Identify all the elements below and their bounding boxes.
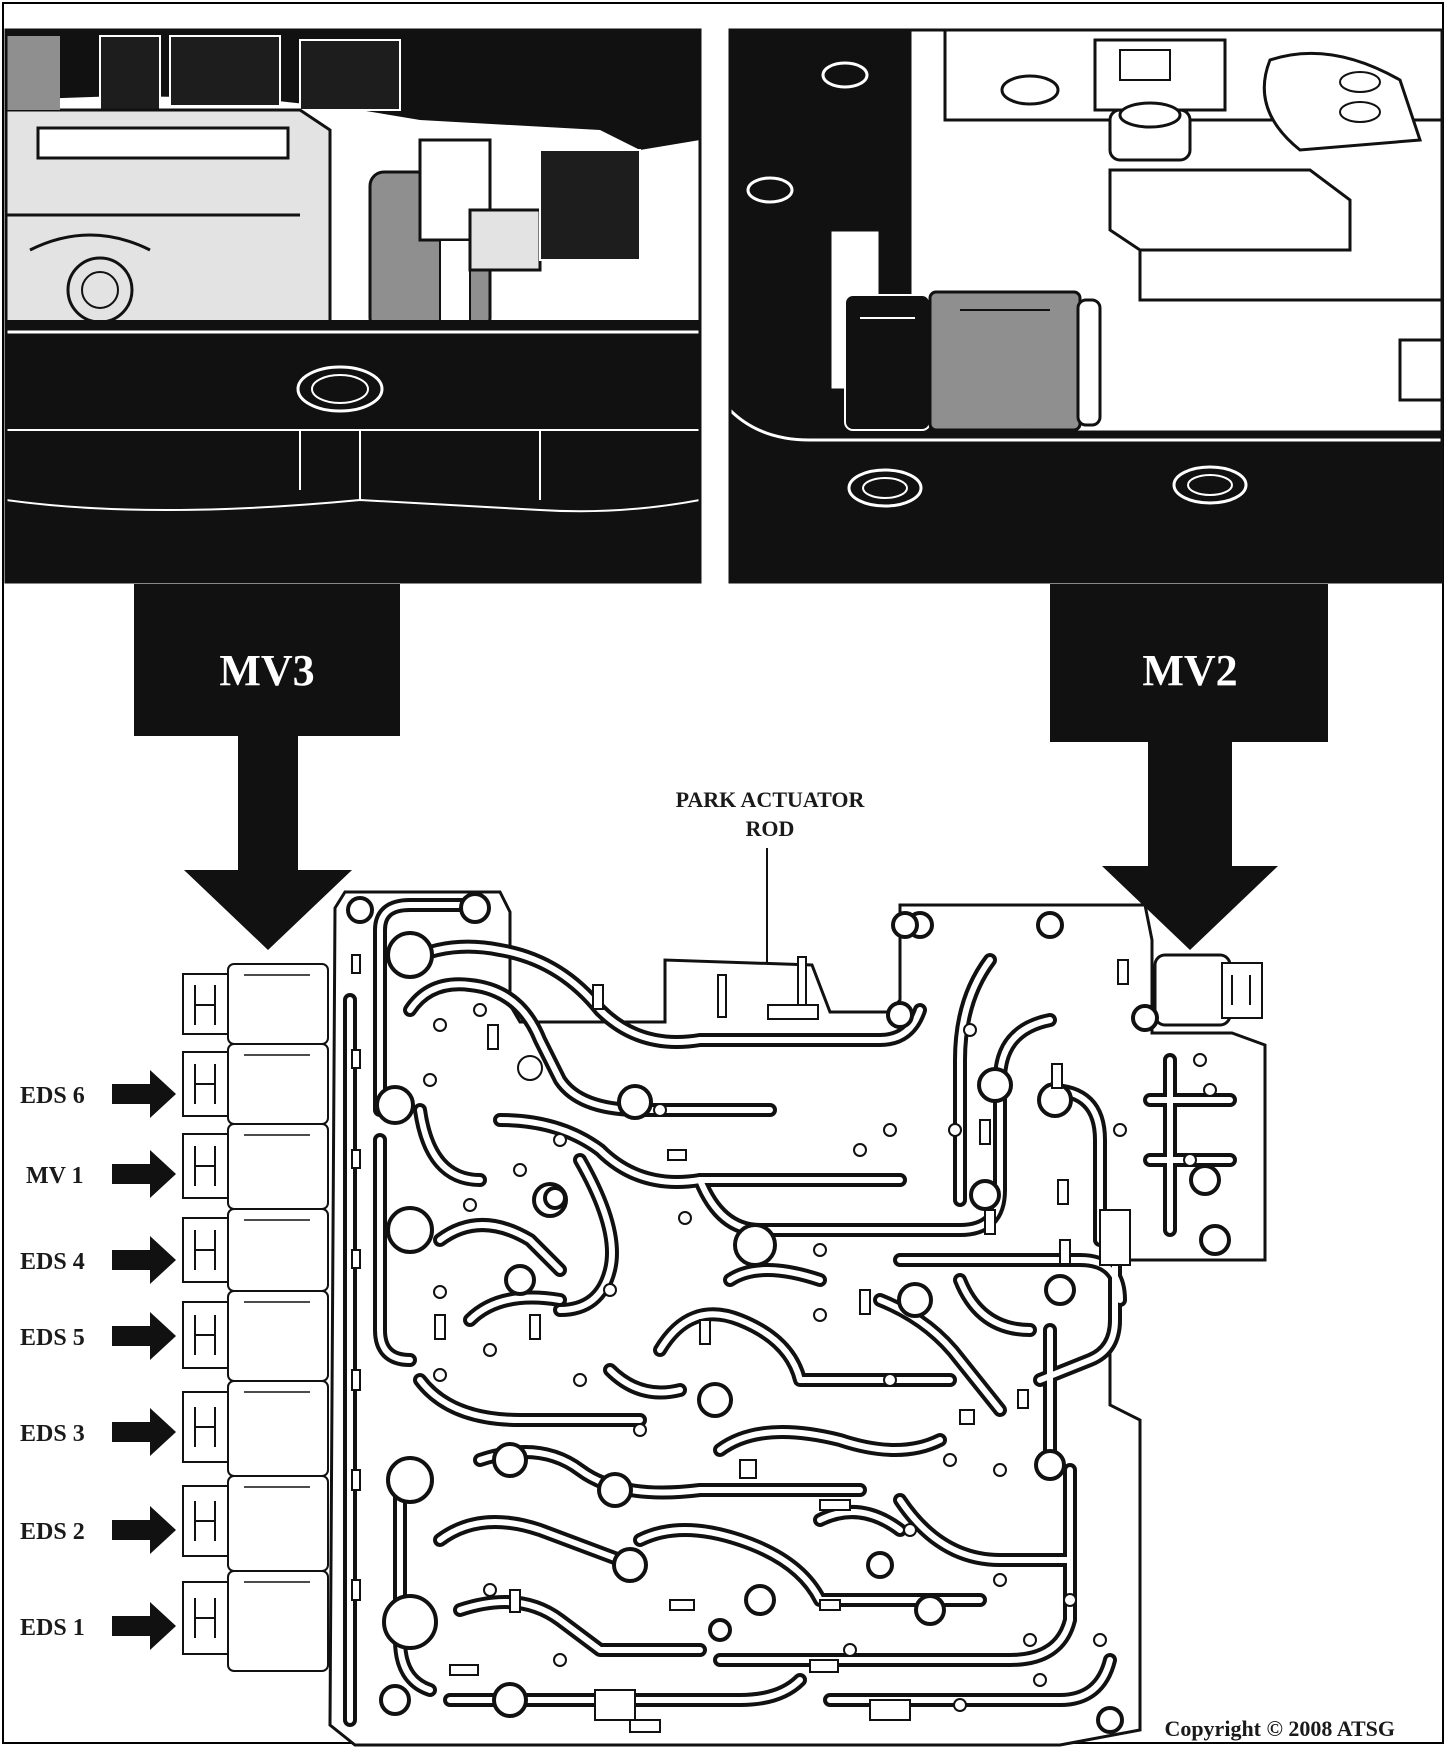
valve-small-holes <box>423 1003 1217 1712</box>
park-rod-bracket <box>717 956 819 1020</box>
side-label-eds4: EDS 4 <box>20 1249 85 1275</box>
valve-ports <box>346 892 1231 1734</box>
solenoid-stack <box>182 963 329 1672</box>
mv3-callout-arrow: MV3 <box>134 584 400 950</box>
side-label-eds1: EDS 1 <box>20 1615 85 1641</box>
side-label-eds6: EDS 6 <box>20 1083 85 1109</box>
mv2-closeup-panel <box>730 30 1442 582</box>
side-label-mv1: MV 1 <box>26 1163 84 1189</box>
valve-body <box>182 890 1267 1747</box>
mv2-label: MV2 <box>1142 646 1237 695</box>
side-label-group: EDS 6 MV 1 EDS 4 EDS 5 EDS 3 EDS 2 EDS 1 <box>20 1083 85 1641</box>
mv3-closeup-panel <box>6 30 700 582</box>
mv2-callout-arrow: MV2 <box>1050 584 1328 950</box>
park-actuator-label: PARK ACTUATOR <box>676 787 866 812</box>
copyright-notice: Copyright © 2008 ATSG <box>1164 1716 1395 1741</box>
park-actuator-callout: PARK ACTUATOR ROD <box>676 787 866 985</box>
mv3-label: MV3 <box>219 646 314 695</box>
mv2-solenoid <box>1153 953 1263 1027</box>
side-label-eds2: EDS 2 <box>20 1519 85 1545</box>
side-label-eds3: EDS 3 <box>20 1421 85 1447</box>
valve-slots <box>351 954 1131 1733</box>
side-arrows <box>112 1070 176 1650</box>
side-label-eds5: EDS 5 <box>20 1325 85 1351</box>
park-actuator-label-line2: ROD <box>746 816 795 841</box>
